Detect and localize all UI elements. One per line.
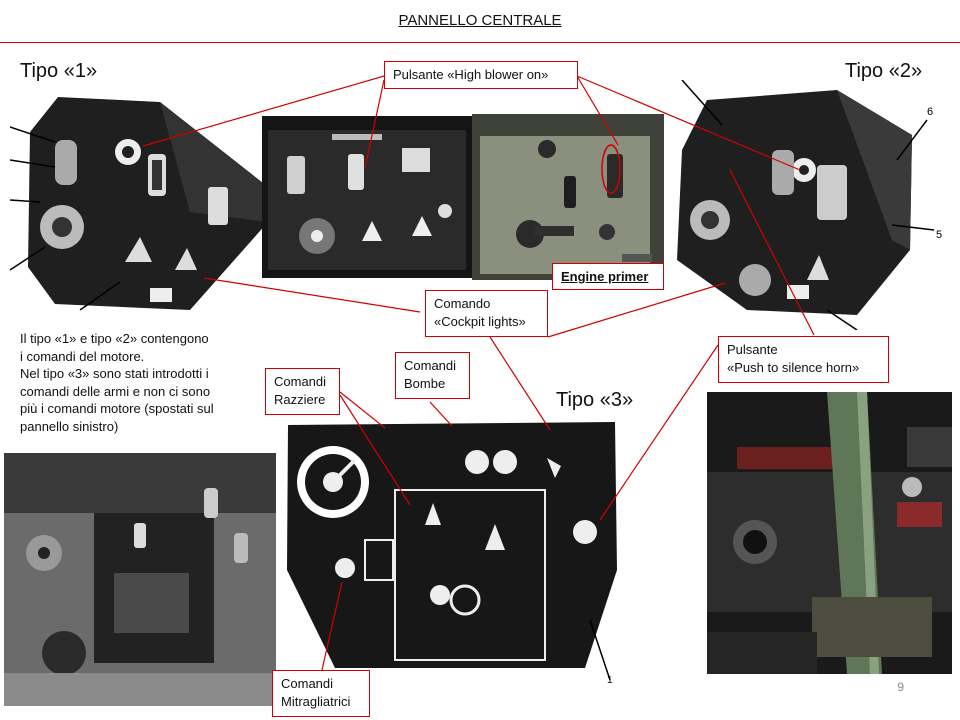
callout-cockpit-lights-line2: «Cockpit lights» bbox=[434, 314, 526, 329]
cockpit-photo-right bbox=[707, 392, 952, 674]
description-text: Il tipo «1» e tipo «2» contengono i coma… bbox=[20, 330, 250, 436]
callout-razziere-line2: Razziere bbox=[274, 392, 326, 407]
tipo-2-ref-number-b: 5 bbox=[936, 229, 942, 241]
callout-cockpit-lights-line1: Comando bbox=[434, 296, 491, 311]
callout-silence-horn-line2: «Push to silence horn» bbox=[727, 360, 860, 375]
slide-title: PANNELLO CENTRALE bbox=[398, 12, 562, 29]
callout-mitragliatrici: Comandi Mitragliatrici bbox=[272, 670, 370, 717]
description-line-6: pannello sinistro) bbox=[20, 418, 119, 434]
callout-engine-primer-text: Engine primer bbox=[561, 269, 649, 284]
callout-bombe-line1: Comandi bbox=[404, 358, 457, 373]
callout-high-blower-text: Pulsante «High blower on» bbox=[393, 67, 549, 82]
tipo-2-ref-number-a: 6 bbox=[927, 106, 933, 118]
callout-silence-horn: Pulsante «Push to silence horn» bbox=[718, 336, 889, 383]
callout-engine-primer: Engine primer bbox=[552, 263, 664, 290]
description-line-5: più i comandi motore (spostati sul bbox=[20, 401, 214, 417]
tipo-1-panel-photo bbox=[262, 116, 472, 278]
cockpit-photo-left bbox=[4, 453, 276, 706]
description-line-1: Il tipo «1» e tipo «2» contengono bbox=[20, 331, 209, 346]
page-number: 9 bbox=[897, 680, 904, 694]
description-line-2: i comandi del motore. bbox=[20, 348, 145, 364]
tipo-3-ref-number: 1 bbox=[607, 675, 613, 685]
callout-bombe: Comandi Bombe bbox=[395, 352, 470, 399]
tipo-1-label: Tipo «1» bbox=[20, 60, 98, 82]
tipo-2-panel-drawing: 6 5 bbox=[677, 80, 942, 330]
tipo-3-panel-drawing: 1 bbox=[287, 422, 617, 685]
callout-mitragliatrici-line1: Comandi bbox=[281, 676, 334, 691]
description-line-4: comandi delle armi e non ci sono bbox=[20, 383, 211, 399]
callout-razziere: Comandi Razziere bbox=[265, 368, 340, 415]
title-divider bbox=[0, 42, 960, 43]
tipo-1-panel-drawing: 5 bbox=[10, 97, 265, 311]
tipo-2-label: Tipo «2» bbox=[845, 60, 923, 82]
callout-cockpit-lights: Comando «Cockpit lights» bbox=[425, 290, 548, 337]
description-line-3: Nel tipo «3» sono stati introdotti i bbox=[20, 366, 209, 382]
callout-bombe-line2: Bombe bbox=[404, 376, 446, 391]
callout-silence-horn-line1: Pulsante bbox=[727, 342, 778, 357]
callout-high-blower: Pulsante «High blower on» bbox=[384, 61, 578, 89]
tipo-2-panel-photo bbox=[472, 114, 664, 280]
callout-mitragliatrici-line2: Mitragliatrici bbox=[281, 694, 351, 709]
tipo-3-label: Tipo «3» bbox=[556, 389, 634, 411]
callout-razziere-line1: Comandi bbox=[274, 374, 327, 389]
